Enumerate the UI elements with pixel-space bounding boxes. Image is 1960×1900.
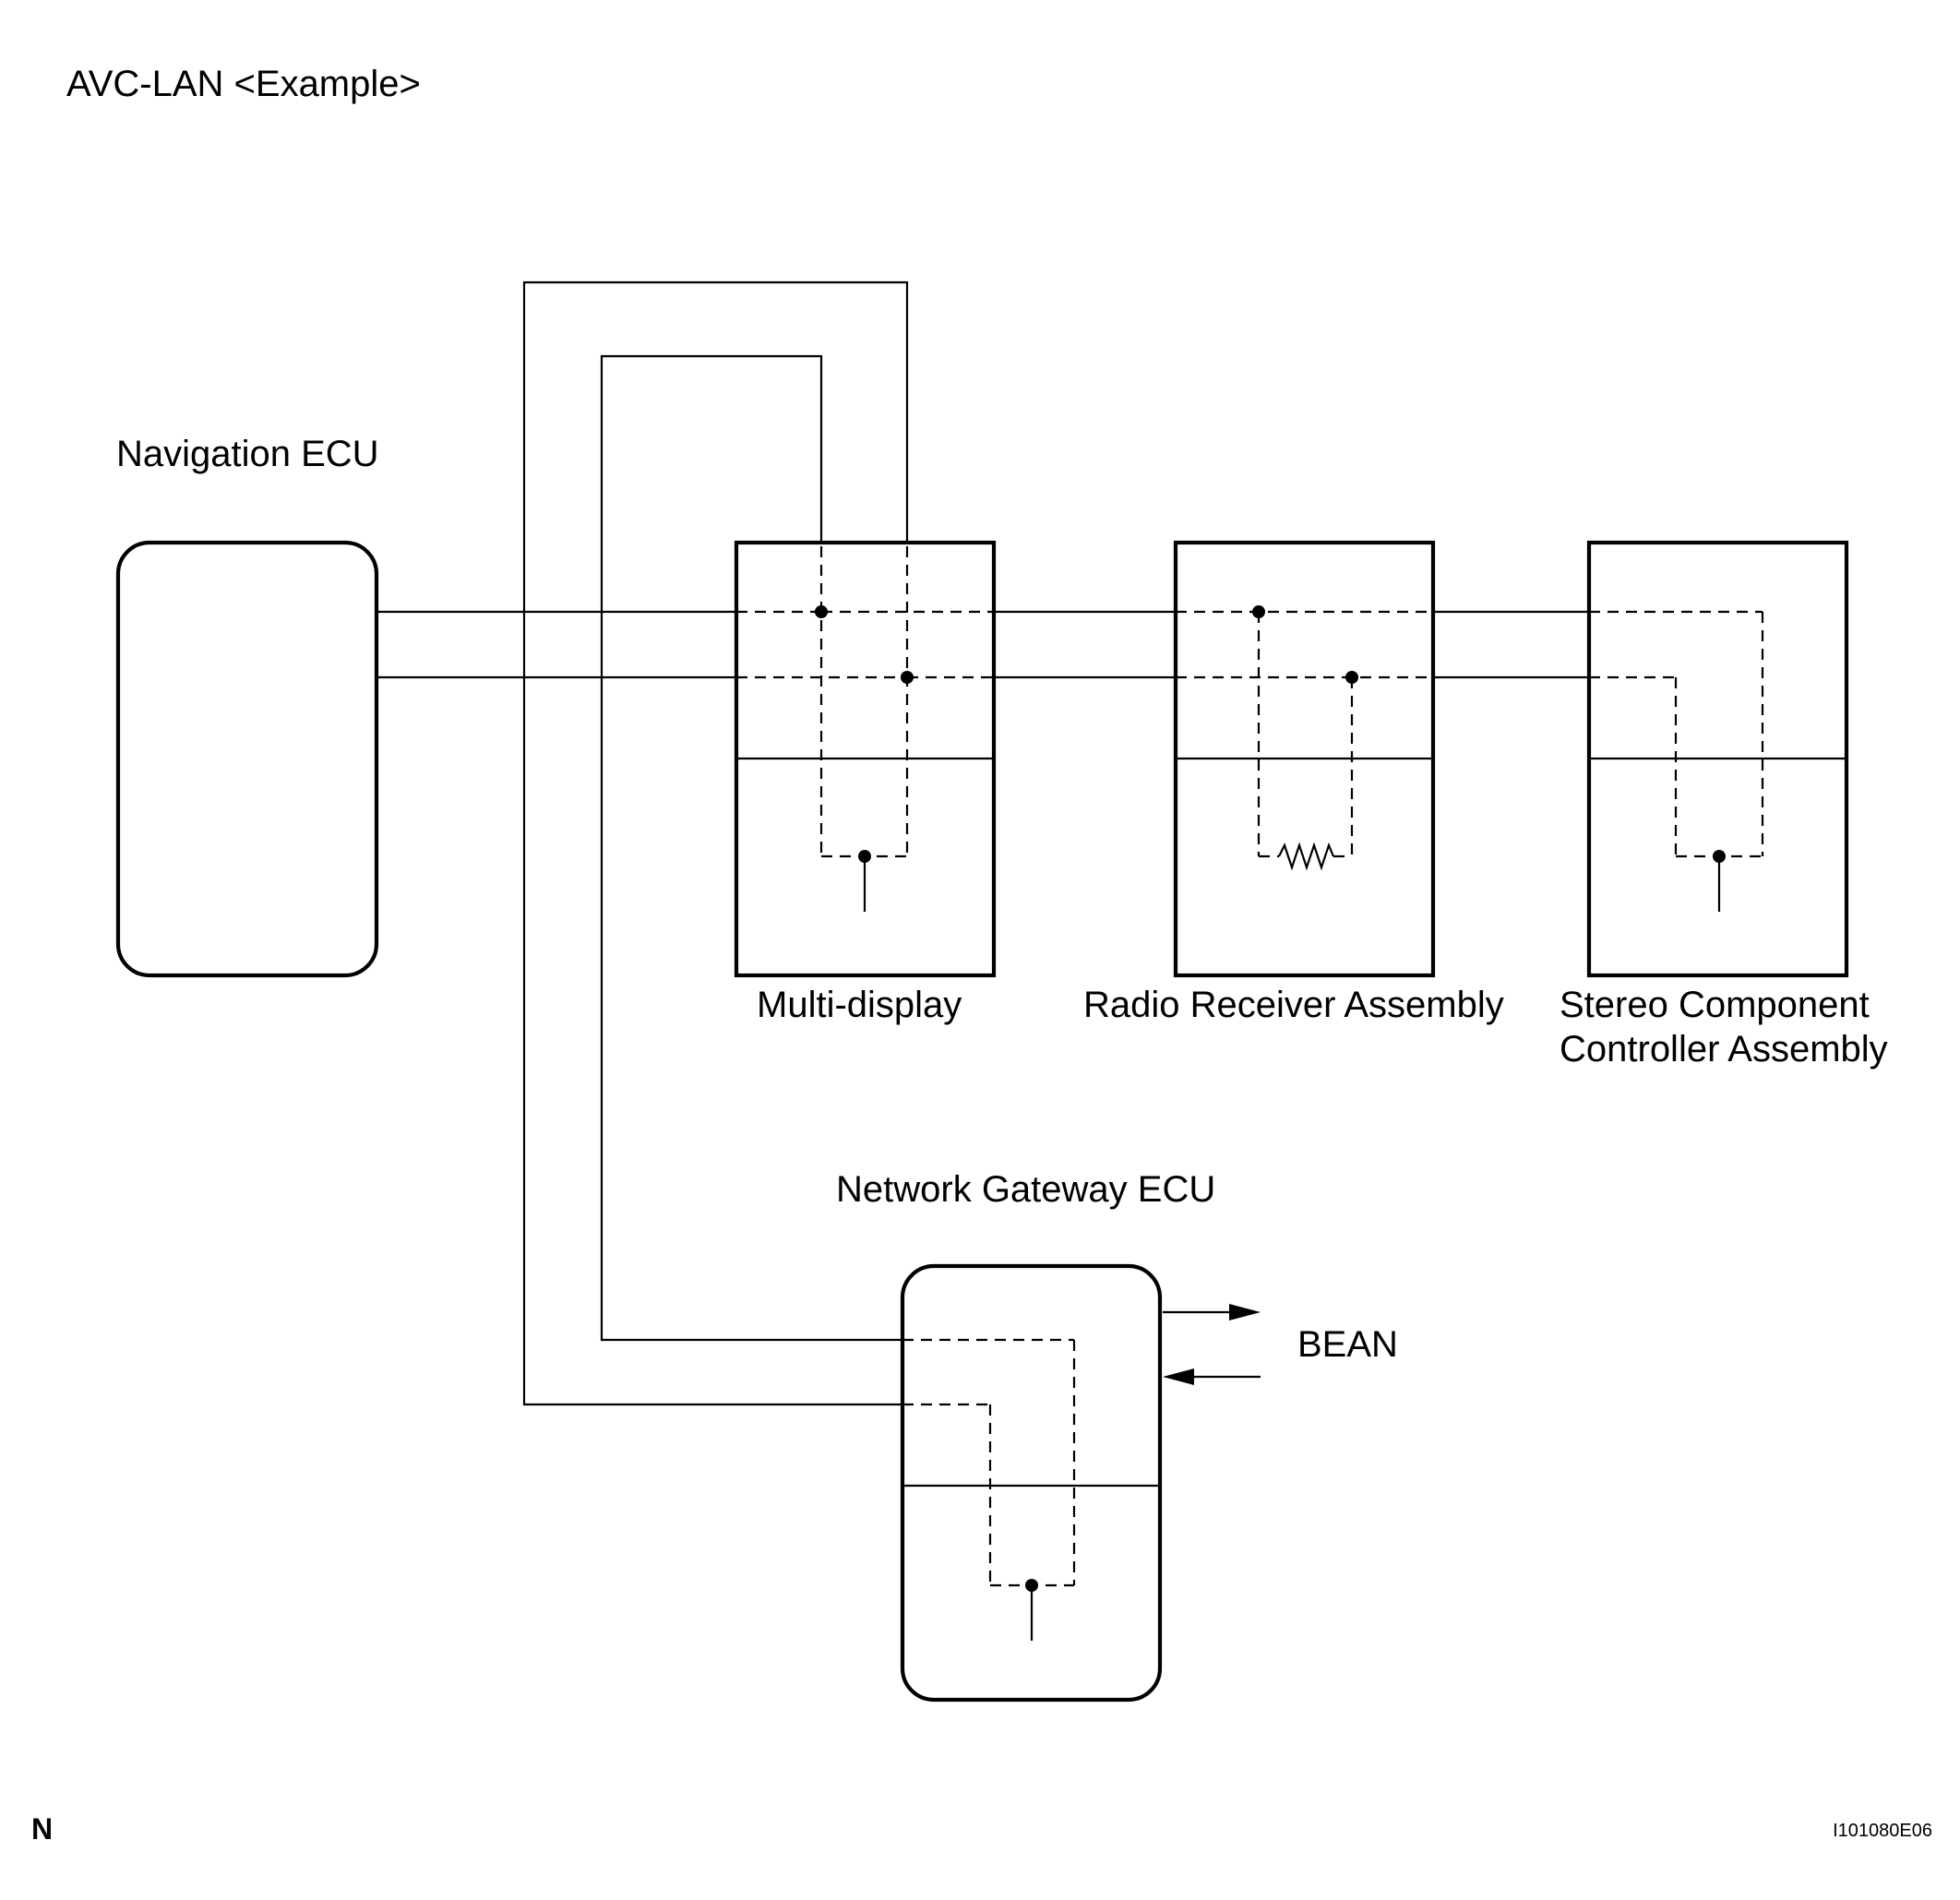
avc-lan-bus-lines: [375, 610, 1589, 679]
stereo-component-label-line1: Stereo Component: [1560, 985, 1870, 1025]
inner-loop-wire: [600, 354, 902, 1342]
stereo-component-internal-wiring: [1589, 610, 1764, 912]
multi-display-internal-wiring: [736, 546, 994, 912]
corner-letter: N: [31, 1812, 53, 1846]
network-gateway-internal-wiring: [902, 1338, 1076, 1641]
network-gateway-box: [900, 1263, 1163, 1703]
bean-arrows: [1163, 1304, 1261, 1385]
navigation-ecu-label: Navigation ECU: [116, 434, 379, 474]
radio-receiver-internal-wiring: [1176, 605, 1433, 871]
outer-loop-wire: [522, 281, 909, 1406]
figure-id: I101080E06: [1833, 1821, 1932, 1841]
stereo-component-label-line2: Controller Assembly: [1560, 1029, 1888, 1069]
network-gateway-label: Network Gateway ECU: [836, 1169, 1215, 1210]
radio-receiver-label: Radio Receiver Assembly: [1083, 985, 1504, 1025]
bean-label: BEAN: [1297, 1324, 1398, 1365]
multi-display-label: Multi-display: [757, 985, 962, 1025]
diagram-title: AVC-LAN <Example>: [66, 64, 421, 104]
terminator-resistor-symbol: [1278, 842, 1335, 871]
navigation-ecu-box: [115, 540, 379, 978]
